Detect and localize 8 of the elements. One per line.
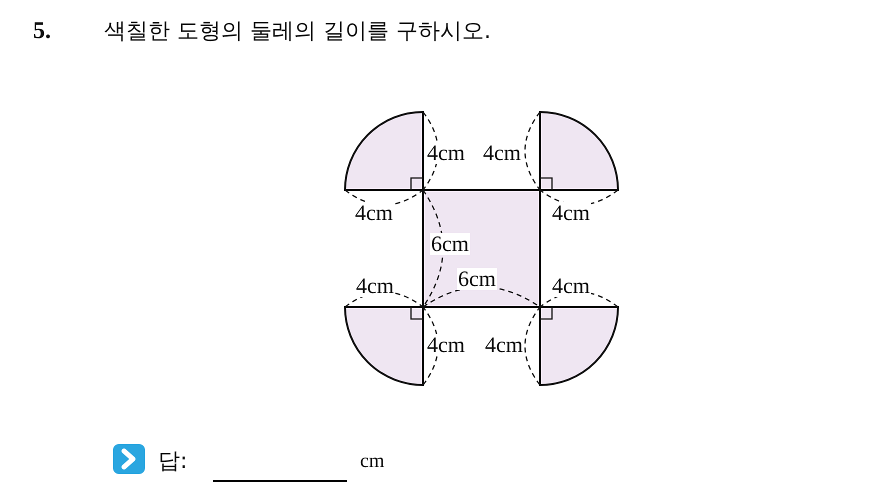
question-text: 색칠한 도형의 둘레의 길이를 구하시오. xyxy=(104,18,491,46)
unit-label: cm xyxy=(360,450,384,473)
dimension-label: 4cm xyxy=(426,334,466,356)
dimension-label: 4cm xyxy=(426,142,466,164)
dimension-label: 6cm xyxy=(430,233,470,255)
dimension-label: 6cm xyxy=(457,268,497,290)
answer-label: 답: xyxy=(158,448,188,476)
question-number: 5. xyxy=(33,18,51,45)
